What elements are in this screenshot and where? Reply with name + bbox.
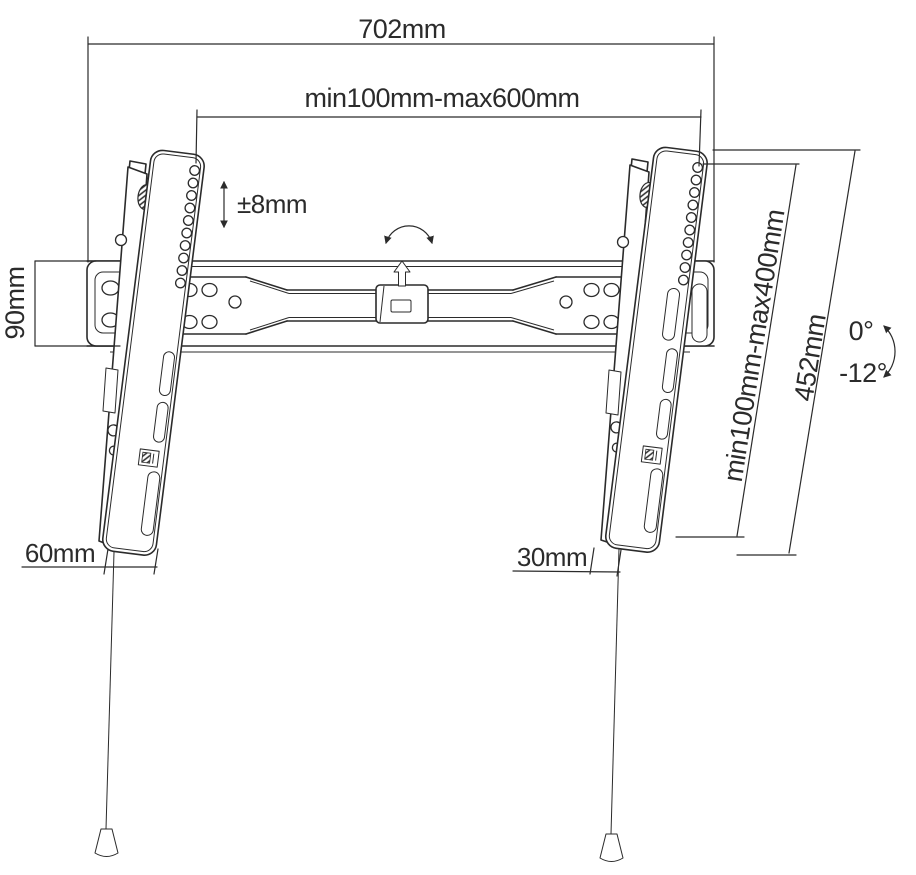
wall-plate-center-rails xyxy=(286,289,514,322)
bracket-slot xyxy=(661,348,679,394)
cord-weight-cone xyxy=(94,828,119,857)
right-tv-bracket xyxy=(604,146,708,553)
tilt-range-arrow-icon xyxy=(883,325,896,378)
bracket-slot xyxy=(140,471,161,536)
dim-label-height-adjust: ±8mm xyxy=(237,189,307,219)
bracket-slot xyxy=(158,351,176,397)
side-screw xyxy=(616,235,630,249)
dim-bracket-length: 452mm xyxy=(712,149,861,556)
bracket-slot xyxy=(643,468,664,533)
dim-label-overall-width: 702mm xyxy=(358,14,446,44)
bracket-slot xyxy=(656,398,672,440)
mounting-hole xyxy=(101,280,120,296)
dim-bottom-right: 30mm xyxy=(512,542,622,577)
side-tab xyxy=(102,367,119,414)
left-pull-cord xyxy=(94,551,119,857)
endcap-slot xyxy=(691,283,708,343)
side-screw xyxy=(114,233,128,247)
vesa-hole-column xyxy=(174,165,201,289)
dim-overall-width: 702mm xyxy=(87,14,715,263)
up-arrow-icon xyxy=(393,260,411,287)
dim-height-adjustment: ±8mm xyxy=(220,180,308,229)
dim-label-vesa-width: min100mm-max600mm xyxy=(304,83,579,113)
tilt-upper-label: 0° xyxy=(849,316,874,346)
dim-plate-height: 90mm xyxy=(0,260,121,347)
locking-latch xyxy=(640,445,663,465)
center-slider-block xyxy=(375,284,429,324)
dim-bottom-left: 60mm xyxy=(21,538,159,575)
dim-label-bottom-right: 30mm xyxy=(517,542,587,572)
side-tab xyxy=(605,369,622,416)
dim-vesa-width-range: min100mm-max600mm xyxy=(195,83,702,167)
cord-weight-cone xyxy=(599,833,624,862)
tilt-range-annotation: 0° -12° xyxy=(839,316,896,388)
bracket-slot xyxy=(153,401,169,443)
tilt-arc-arrow-icon xyxy=(384,225,434,245)
dim-label-bracket-length: 452mm xyxy=(788,312,831,403)
slider-window xyxy=(390,299,412,313)
right-pull-cord xyxy=(599,547,624,862)
hook-slot xyxy=(662,287,681,341)
locking-latch xyxy=(137,448,160,468)
dim-label-plate-height: 90mm xyxy=(0,266,30,339)
tilt-lower-label: -12° xyxy=(839,358,887,388)
dim-label-vesa-height: min100mm-max400mm xyxy=(718,207,791,483)
left-tv-bracket xyxy=(101,149,205,556)
vesa-hole-column xyxy=(677,162,704,286)
dim-label-bottom-left: 60mm xyxy=(25,538,95,568)
